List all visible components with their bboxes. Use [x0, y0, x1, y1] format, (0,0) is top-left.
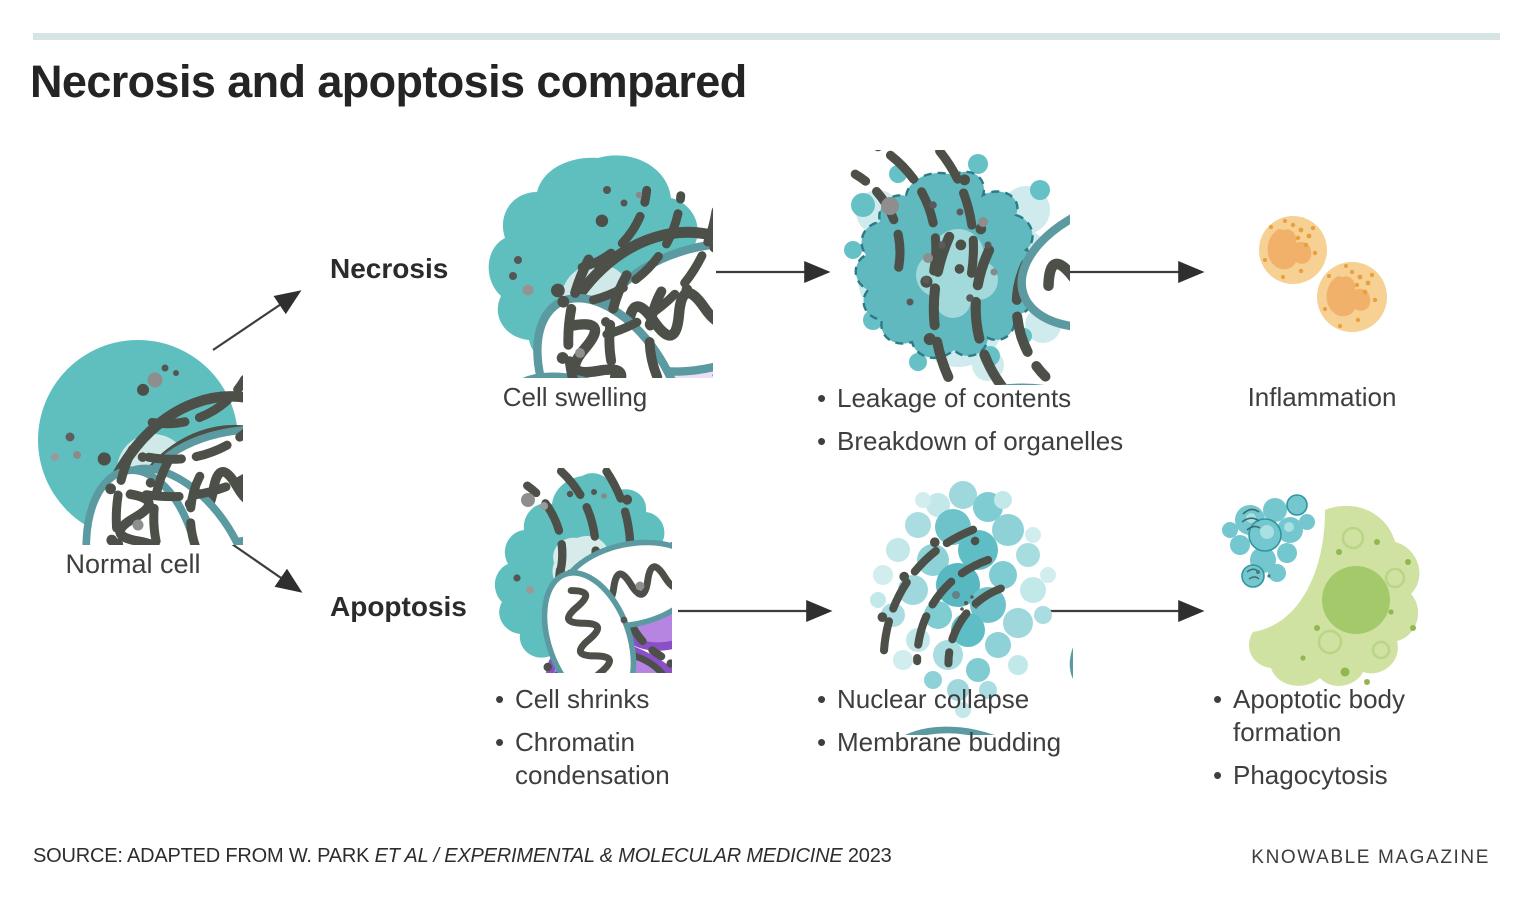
immune-cell	[1317, 262, 1387, 332]
list-item: Chromatin condensation	[493, 726, 708, 792]
page-title: Necrosis and apoptosis compared	[30, 56, 747, 107]
immune-cell	[1259, 216, 1327, 284]
nuclear-fragments	[952, 591, 978, 611]
cytoplasm-granules	[513, 489, 645, 624]
cytoplasm-granules	[51, 364, 179, 531]
cytoplasm-granules	[881, 197, 998, 306]
source-text: SOURCE: ADAPTED FROM W. PARK	[33, 845, 375, 867]
normal-cell-label: Normal cell	[65, 549, 201, 579]
budding-cell-illustration	[858, 481, 1073, 735]
phagocyte-granules	[1300, 539, 1416, 685]
publisher-credit: KNOWABLE MAGAZINE	[1251, 847, 1490, 868]
leaking-cell-illustration	[838, 150, 1070, 385]
phagocyte-illustration	[1222, 494, 1420, 686]
necrosis-effects-list: Leakage of contents Breakdown of organel…	[815, 382, 1175, 468]
inflammation-cells-illustration	[1259, 216, 1387, 332]
list-item: Apoptotic body formation	[1211, 683, 1446, 749]
list-item: Breakdown of organelles	[815, 425, 1175, 458]
list-item: Nuclear collapse	[815, 683, 1115, 716]
apoptosis-stage3-list: Apoptotic body formation Phagocytosis	[1211, 683, 1446, 802]
normal-cell-illustration	[38, 340, 243, 545]
cell-swelling-caption: Cell swelling	[502, 382, 648, 412]
cytoplasm-granules	[509, 186, 643, 358]
phagocyte-nucleus	[1322, 566, 1390, 634]
apoptosis-stage1-list: Cell shrinks Chromatin condensation	[493, 683, 708, 802]
source-citation-italic: ET AL / EXPERIMENTAL & MOLECULAR MEDICIN…	[374, 845, 843, 867]
apoptosis-stage2-list: Nuclear collapse Membrane budding	[815, 683, 1115, 769]
phagocyte-vesicles	[1317, 526, 1406, 660]
apoptosis-branch-label: Apoptosis	[330, 591, 467, 622]
source-credit-line: SOURCE: ADAPTED FROM W. PARK ET AL / EXP…	[33, 845, 892, 868]
list-item: Phagocytosis	[1211, 759, 1446, 792]
list-item: Membrane budding	[815, 726, 1115, 759]
inflammation-caption: Inflammation	[1247, 382, 1397, 412]
swollen-cell-illustration	[483, 148, 713, 378]
source-year: 2023	[842, 845, 892, 867]
necrosis-branch-label: Necrosis	[330, 253, 449, 284]
top-rule	[33, 33, 1500, 40]
list-item: Cell shrinks	[493, 683, 708, 716]
apoptotic-bodies	[1222, 494, 1315, 588]
shrunken-cell-illustration	[494, 468, 672, 673]
list-item: Leakage of contents	[815, 382, 1175, 415]
